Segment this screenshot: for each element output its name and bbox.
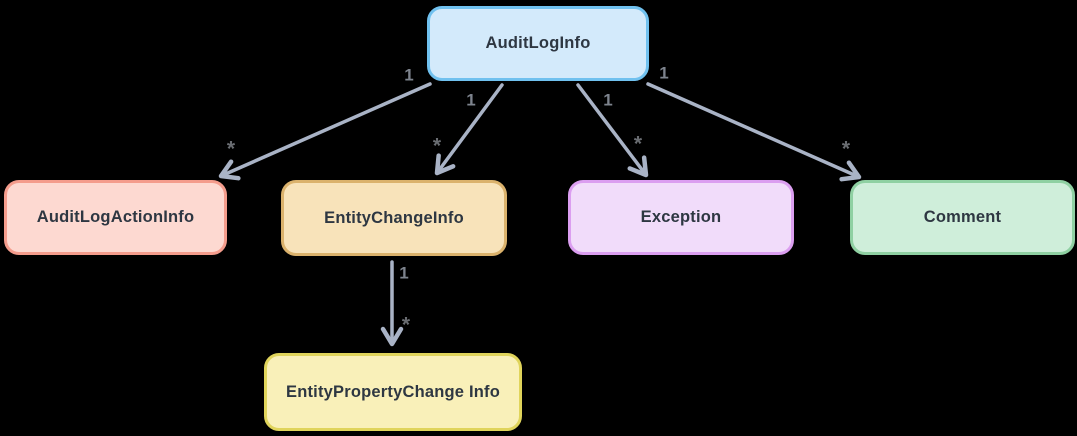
edge-auditloginfo-to-comment bbox=[646, 82, 862, 182]
node-entitypropertychangeinfo-label: EntityPropertyChange Info bbox=[285, 382, 500, 401]
node-comment: Comment bbox=[850, 180, 1075, 255]
edge-2-source-multiplicity: 1 bbox=[466, 90, 476, 110]
node-auditlogactioninfo: AuditLogActionInfo bbox=[4, 180, 227, 255]
edge-4-source-multiplicity: 1 bbox=[659, 63, 669, 83]
node-entitypropertychangeinfo: EntityPropertyChange Info bbox=[264, 353, 522, 431]
node-auditloginfo: AuditLogInfo bbox=[427, 6, 649, 81]
edge-1-source-multiplicity: 1 bbox=[404, 65, 414, 85]
node-exception: Exception bbox=[568, 180, 794, 255]
node-auditloginfo-label: AuditLogInfo bbox=[485, 34, 591, 52]
edge-3-target-multiplicity: * bbox=[633, 132, 643, 156]
edge-2-target-multiplicity: * bbox=[432, 134, 442, 158]
edge-auditloginfo-to-auditlogactioninfo bbox=[218, 82, 432, 181]
node-entitychangeinfo-label: EntityChangeInfo bbox=[324, 208, 464, 227]
node-exception-label: Exception bbox=[640, 208, 722, 226]
edge-3-source-multiplicity: 1 bbox=[603, 90, 613, 110]
node-auditlogactioninfo-label: AuditLogActionInfo bbox=[36, 208, 195, 226]
edge-5-source-multiplicity: 1 bbox=[399, 263, 409, 283]
node-comment-label: Comment bbox=[923, 208, 1002, 226]
edge-4-target-multiplicity: * bbox=[841, 137, 851, 161]
edge-5-target-multiplicity: * bbox=[401, 313, 411, 337]
node-entitychangeinfo: EntityChangeInfo bbox=[281, 180, 507, 256]
edge-1-target-multiplicity: * bbox=[226, 137, 236, 161]
